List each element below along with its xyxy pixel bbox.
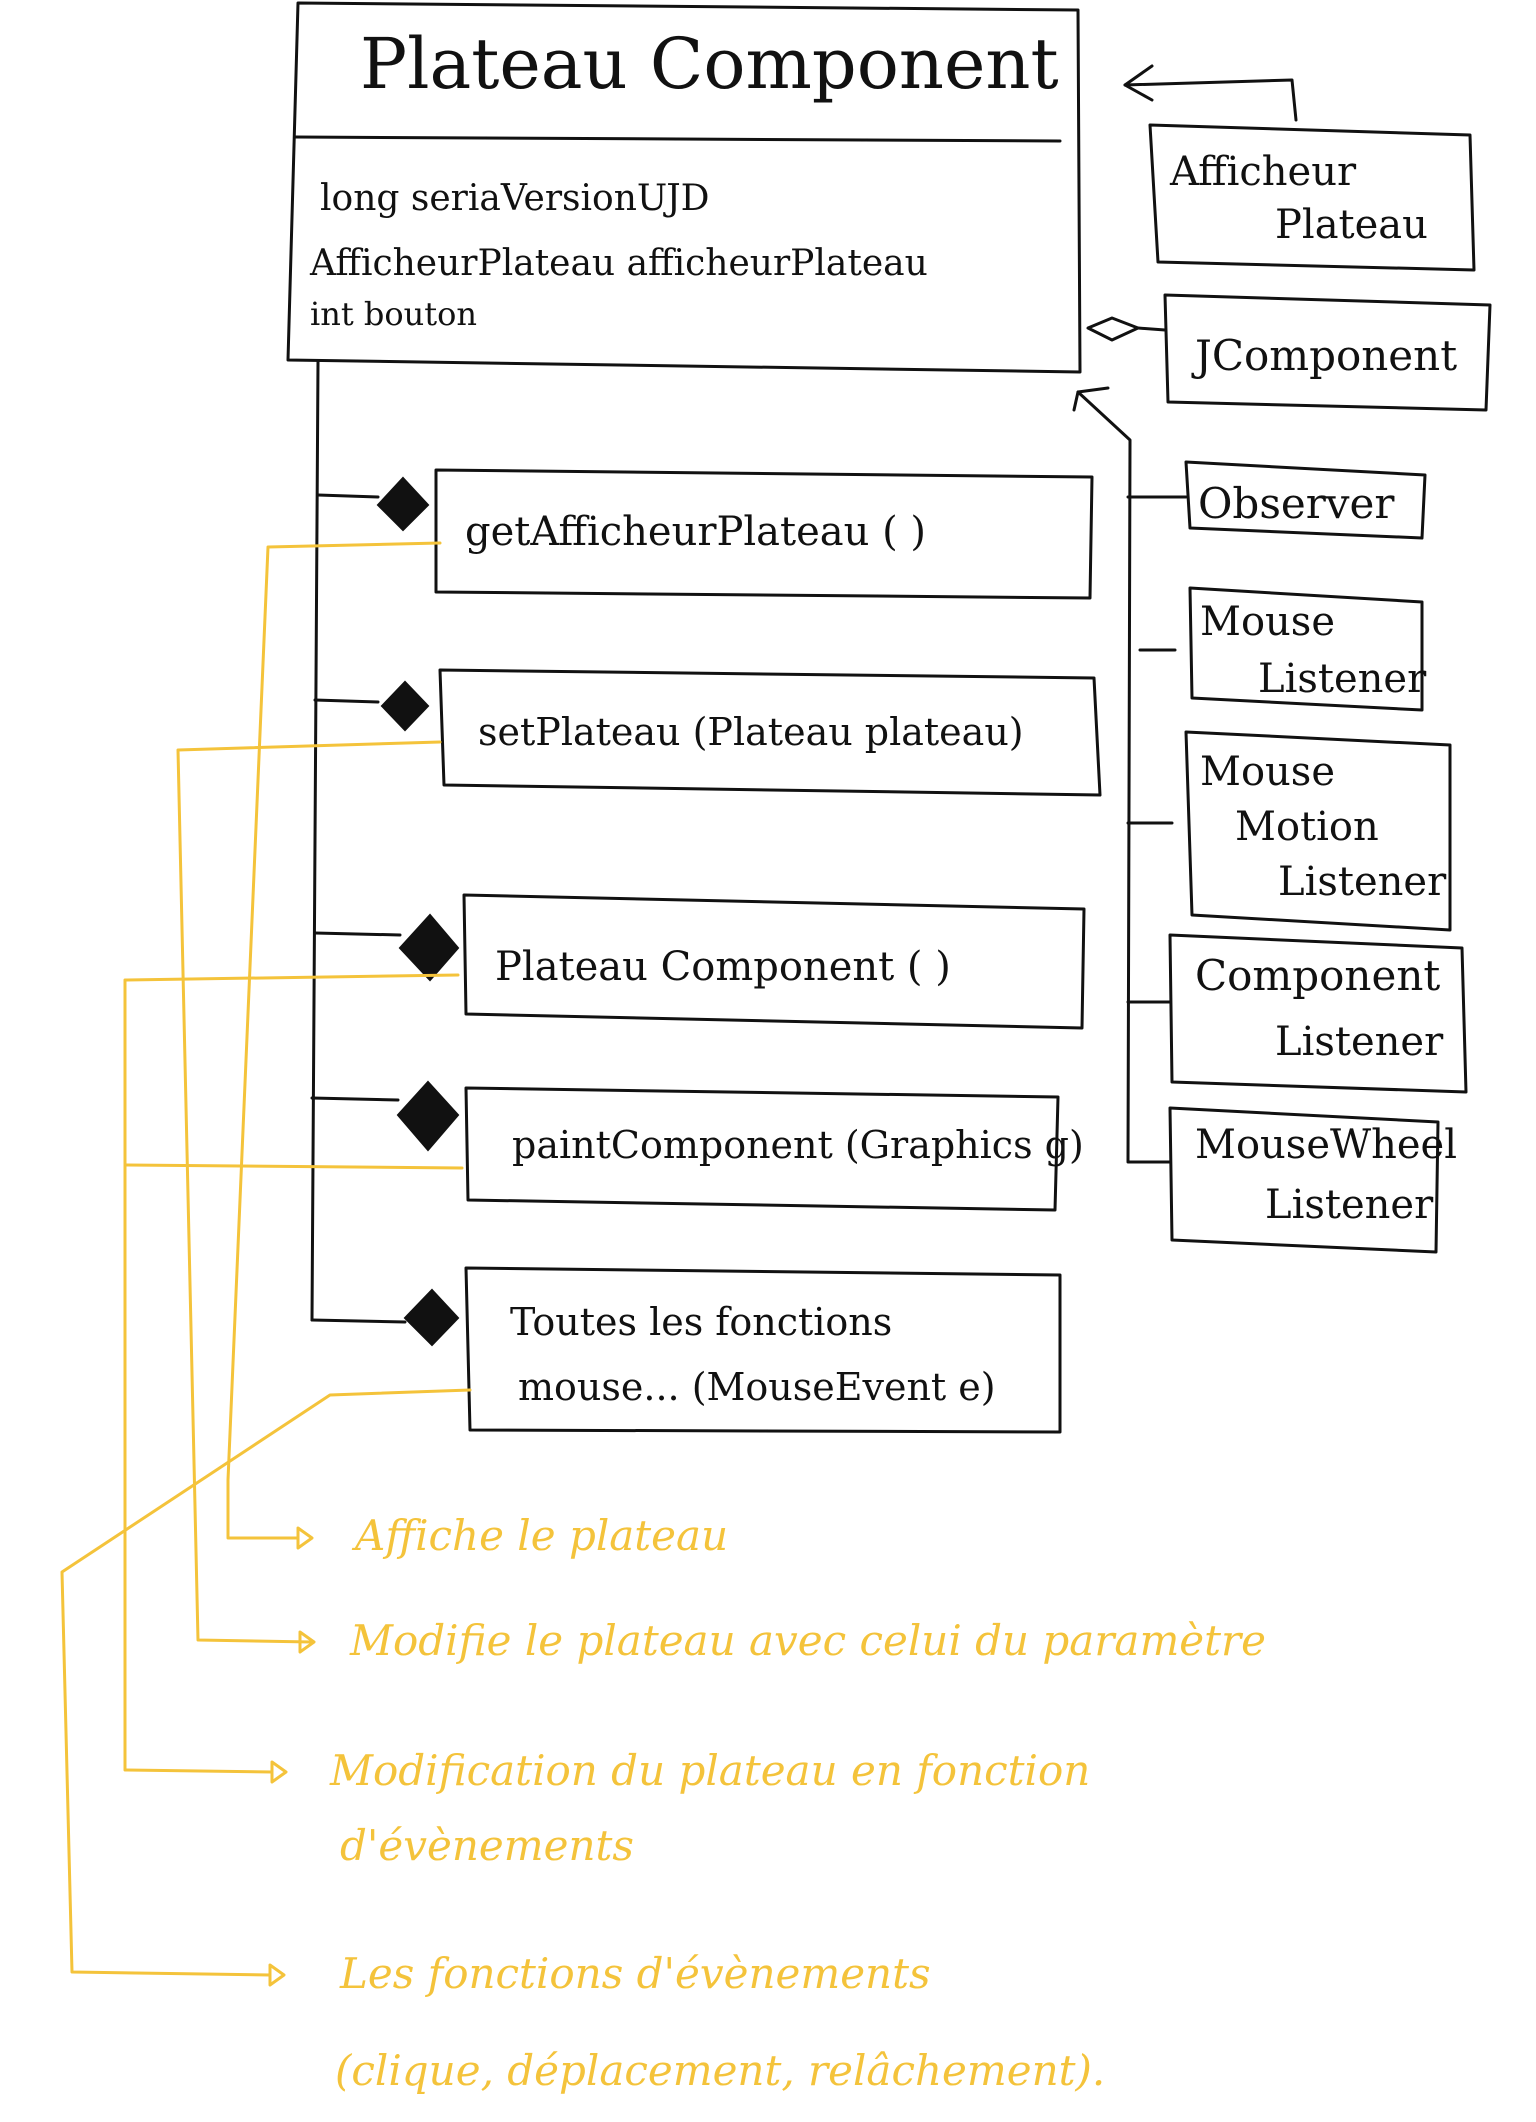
interface-observer: Observer bbox=[1184, 460, 1427, 540]
attribute-1: long seriaVersionUJD bbox=[320, 178, 710, 219]
composition-diamond-2 bbox=[380, 680, 430, 732]
method-box-2: setPlateau (Plateau plateau) bbox=[438, 668, 1102, 797]
interface-mouse-motion-line3: Listener bbox=[1278, 859, 1447, 905]
composition-diamond-5 bbox=[403, 1288, 460, 1347]
composition-spine bbox=[310, 360, 407, 1324]
attribute-2: AfficheurPlateau afficheurPlateau bbox=[309, 243, 928, 284]
annotation-connector-4 bbox=[60, 1388, 472, 1987]
composition-diamond-3 bbox=[398, 913, 460, 982]
annotation-note-3: Modification du plateau en fonction d'év… bbox=[329, 1746, 1090, 1870]
composition-diamond-4 bbox=[396, 1080, 460, 1152]
annotation-note-1-text: Affiche le plateau bbox=[351, 1511, 728, 1560]
method-label-2: setPlateau (Plateau plateau) bbox=[478, 710, 1024, 754]
interface-mouse-motion-listener: Mouse Motion Listener bbox=[1184, 730, 1452, 932]
method-box-1: getAfficheurPlateau ( ) bbox=[434, 468, 1094, 600]
annotation-note-4: Les fonctions d'évènements (clique, dépl… bbox=[335, 1949, 1105, 2095]
interface-component-line2: Listener bbox=[1275, 1019, 1444, 1065]
method-box-3: Plateau Component ( ) bbox=[462, 893, 1086, 1030]
annotation-connector-1 bbox=[226, 541, 442, 1550]
method-label-3: Plateau Component ( ) bbox=[495, 944, 951, 990]
annotation-note-4-line1: Les fonctions d'évènements bbox=[339, 1949, 931, 1998]
afficheur-label-line1: Afficheur bbox=[1169, 149, 1357, 195]
interface-mouse-listener-line2: Listener bbox=[1258, 656, 1427, 702]
attribute-3: int bouton bbox=[310, 295, 477, 333]
interface-mouse-motion-line1: Mouse bbox=[1200, 749, 1335, 795]
class-box: Plateau Component long seriaVersionUJD A… bbox=[286, 1, 1082, 374]
interface-mousewheel-line1: MouseWheel bbox=[1195, 1122, 1457, 1168]
method-label-4: paintComponent (Graphics g) bbox=[512, 1123, 1084, 1167]
annotation-connector-2 bbox=[176, 740, 442, 1654]
annotation-note-2: Modifie le plateau avec celui du paramèt… bbox=[349, 1616, 1266, 1665]
interface-component-line1: Component bbox=[1195, 951, 1440, 1000]
composition-diamond-1 bbox=[376, 476, 430, 532]
method-box-4: paintComponent (Graphics g) bbox=[464, 1086, 1084, 1212]
interface-component-listener: Component Listener bbox=[1168, 933, 1468, 1094]
annotation-note-4-line2: (clique, déplacement, relâchement). bbox=[335, 2046, 1105, 2095]
jcomponent-label: JComponent bbox=[1191, 331, 1457, 380]
annotation-note-3-line1: Modification du plateau en fonction bbox=[329, 1746, 1090, 1795]
aggregation-diamond bbox=[1086, 316, 1167, 342]
annotation-note-2-text: Modifie le plateau avec celui du paramèt… bbox=[349, 1616, 1266, 1665]
annotation-note-1: Affiche le plateau bbox=[351, 1511, 728, 1560]
annotation-note-3-line2: d'évènements bbox=[340, 1821, 634, 1870]
annotation-connector-3 bbox=[123, 973, 464, 1784]
interface-mouse-listener: Mouse Listener bbox=[1188, 586, 1427, 712]
interface-mouse-listener-line1: Mouse bbox=[1200, 599, 1335, 645]
interface-observer-label: Observer bbox=[1198, 479, 1395, 528]
interface-trunk bbox=[1072, 386, 1188, 1164]
association-arrow bbox=[1123, 64, 1298, 122]
interface-mousewheel-listener: MouseWheel Listener bbox=[1168, 1106, 1457, 1254]
class-title: Plateau Component bbox=[360, 23, 1059, 105]
method-label-5a: Toutes les fonctions bbox=[510, 1300, 892, 1344]
method-label-5b: mouse... (MouseEvent e) bbox=[518, 1365, 996, 1409]
jcomponent-box: JComponent bbox=[1163, 293, 1492, 412]
method-label-1: getAfficheurPlateau ( ) bbox=[465, 509, 926, 555]
interface-mouse-motion-line2: Motion bbox=[1235, 804, 1379, 850]
interface-mousewheel-line2: Listener bbox=[1265, 1182, 1434, 1228]
method-box-5: Toutes les fonctions mouse... (MouseEven… bbox=[464, 1266, 1062, 1434]
afficheur-plateau-box: Afficheur Plateau bbox=[1148, 123, 1476, 272]
afficheur-label-line2: Plateau bbox=[1275, 202, 1428, 248]
